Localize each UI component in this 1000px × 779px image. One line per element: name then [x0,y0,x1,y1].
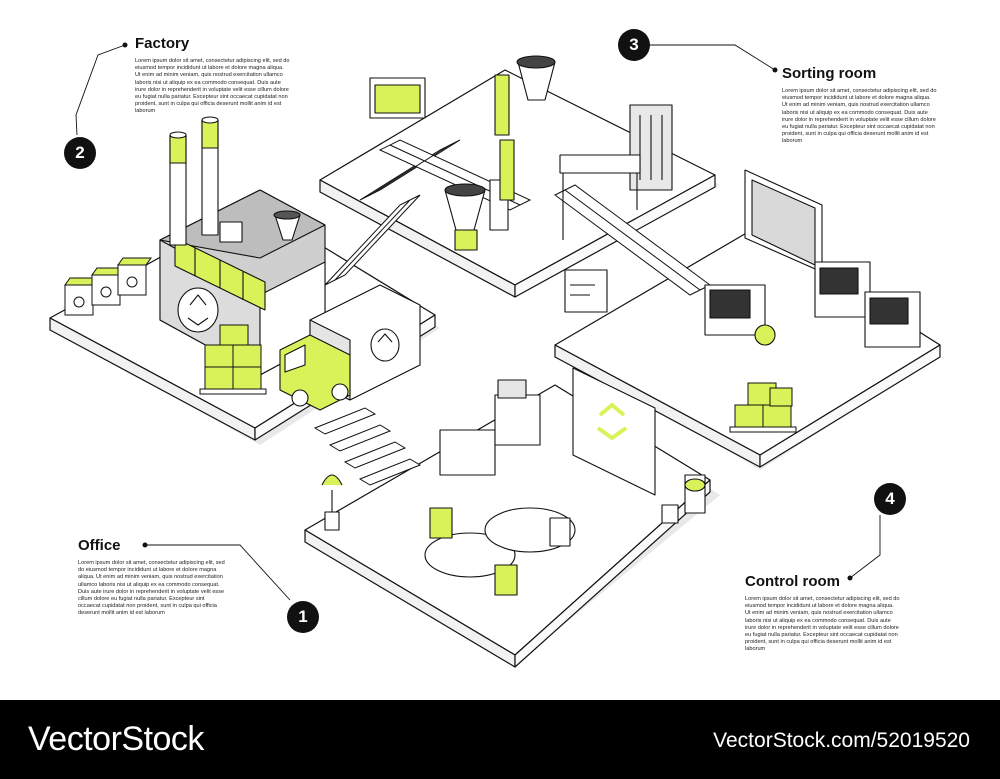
sorting-room-number-badge: 3 [618,29,650,61]
office-description: Lorem ipsum dolor sit amet, consectetur … [78,560,225,617]
office-number-badge: 1 [287,601,319,633]
footer-bar: VectorStock VectorStock.com/52019520 [0,700,1000,779]
office-furniture [321,367,706,596]
control-room-label: Control room Lorem ipsum dolor sit amet,… [745,573,900,654]
isometric-scene [49,42,941,668]
conveyor-lines [324,139,711,296]
office-title: Office [78,537,121,554]
sorting-room-label: Sorting room Lorem ipsum dolor sit amet,… [782,65,937,146]
control-room-description: Lorem ipsum dolor sit amet, consectetur … [745,596,900,653]
stairs [313,407,422,486]
brand-logo: VectorStock [28,720,204,758]
stock-id: VectorStock.com/52019520 [713,729,970,752]
isometric-illustration [49,42,941,668]
control-room-number-badge: 4 [874,483,906,515]
sorting-room-description: Lorem ipsum dolor sit amet, consectetur … [782,88,937,145]
callout-dots [122,42,853,581]
factory-building [159,116,326,376]
factory-title: Factory [135,35,190,52]
factory-label: Factory Lorem ipsum dolor sit amet, cons… [135,35,290,116]
office-label: Office Lorem ipsum dolor sit amet, conse… [78,537,228,618]
box-stack-factory [199,324,267,395]
recycling-bins [64,257,152,316]
factory-number-badge: 2 [64,137,96,169]
sorting-room-title: Sorting room [782,65,877,82]
sorting-machines [369,55,673,251]
callout-leaders [75,44,881,601]
control-room-title: Control room [745,573,840,590]
truck [279,284,421,411]
factory-description: Lorem ipsum dolor sit amet, consectetur … [135,58,290,115]
control-room-equipment [564,169,921,348]
box-stack-control-room [729,382,797,433]
